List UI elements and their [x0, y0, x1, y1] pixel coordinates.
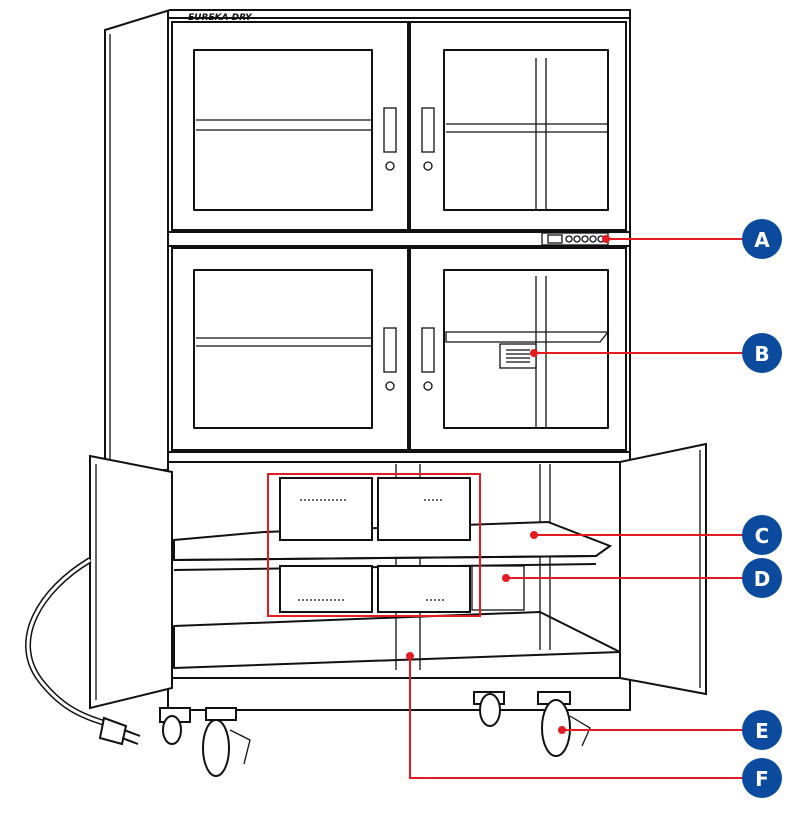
power-cord [25, 557, 141, 746]
casters [159, 691, 591, 777]
svg-text:F: F [755, 767, 769, 791]
callout-badge-b: B [742, 333, 782, 373]
box-vents [298, 499, 444, 601]
callout-badge-a: A [742, 219, 782, 259]
callout-badge-d: D [742, 558, 782, 598]
svg-text:B: B [754, 342, 769, 366]
plug-icon [98, 716, 141, 746]
svg-text:C: C [755, 524, 770, 548]
brand-logo: EUREKA DRY [188, 13, 253, 23]
svg-text:E: E [755, 719, 769, 743]
callout-badge-c: C [742, 515, 782, 555]
middle-doors [171, 247, 627, 451]
upper-doors [171, 21, 627, 231]
callout-badge-e: E [742, 710, 782, 750]
control-panel [541, 232, 609, 246]
svg-text:D: D [754, 567, 771, 591]
lower-compartment [173, 464, 621, 670]
callout-lines [406, 235, 756, 779]
highlight-box [267, 473, 481, 617]
open-doors [89, 442, 707, 710]
callout-badge-f: F [742, 758, 782, 798]
svg-text:A: A [754, 228, 770, 252]
